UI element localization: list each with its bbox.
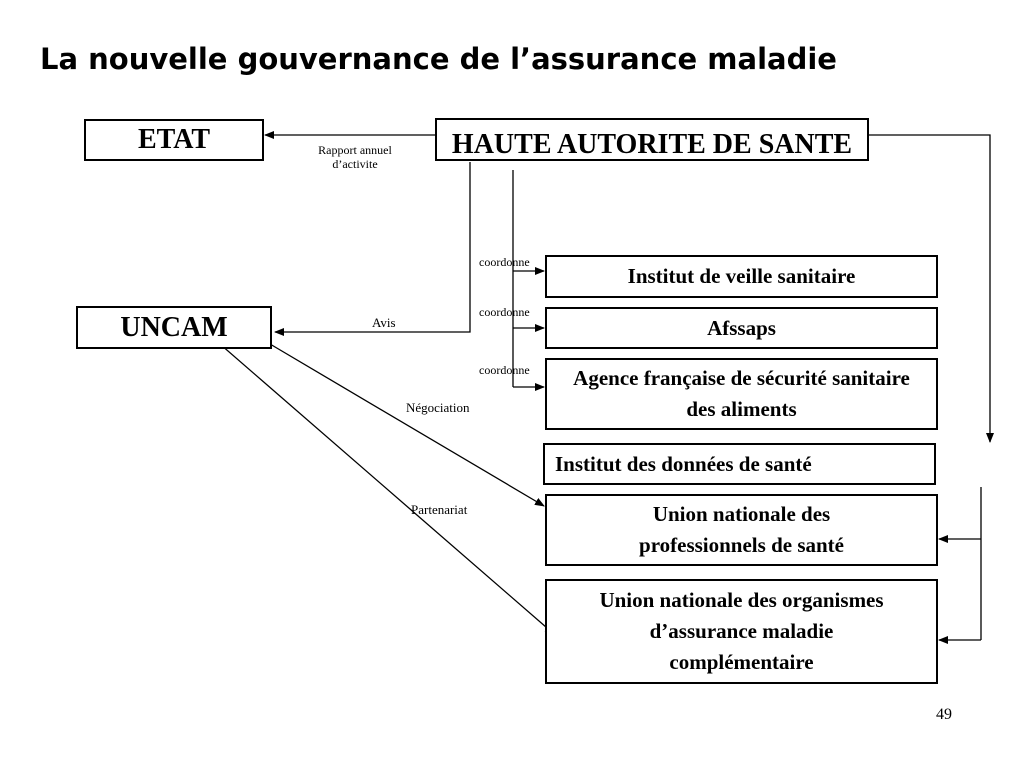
- node-uncam: UNCAM: [76, 306, 272, 349]
- node-afssa: Agence française de sécurité sanitaire d…: [545, 358, 938, 430]
- edge-label-coord-1: coordonne: [479, 255, 530, 269]
- node-unps: Union nationale des professionnels de sa…: [545, 494, 938, 566]
- edge-label-coord-2: coordonne: [479, 305, 530, 319]
- node-ids: Institut des données de santé: [543, 443, 936, 485]
- arrow-partenariat: [180, 309, 555, 635]
- edge-label-partenariat: Partenariat: [411, 502, 468, 517]
- edge-label-rapport: Rapport annuel d’activite: [318, 143, 392, 171]
- node-invs: Institut de veille sanitaire: [545, 255, 938, 298]
- edge-label-negociation: Négociation: [406, 400, 470, 415]
- edge-label-avis: Avis: [372, 315, 396, 330]
- edge-label-coord-3: coordonne: [479, 363, 530, 377]
- node-has: [435, 118, 869, 161]
- slide-title: La nouvelle gouvernance de l’assurance m…: [40, 42, 837, 76]
- node-afssaps: Afssaps: [545, 307, 938, 349]
- node-etat: ETAT: [84, 119, 264, 161]
- node-has-label: HAUTE AUTORITE DE SANTE: [451, 129, 853, 160]
- node-unocam: Union nationale des organismes d’assuran…: [545, 579, 938, 684]
- arrow-has-right-down: [869, 134, 994, 443]
- arrow-has-to-uncam: [274, 162, 471, 336]
- page-number: 49: [936, 706, 952, 723]
